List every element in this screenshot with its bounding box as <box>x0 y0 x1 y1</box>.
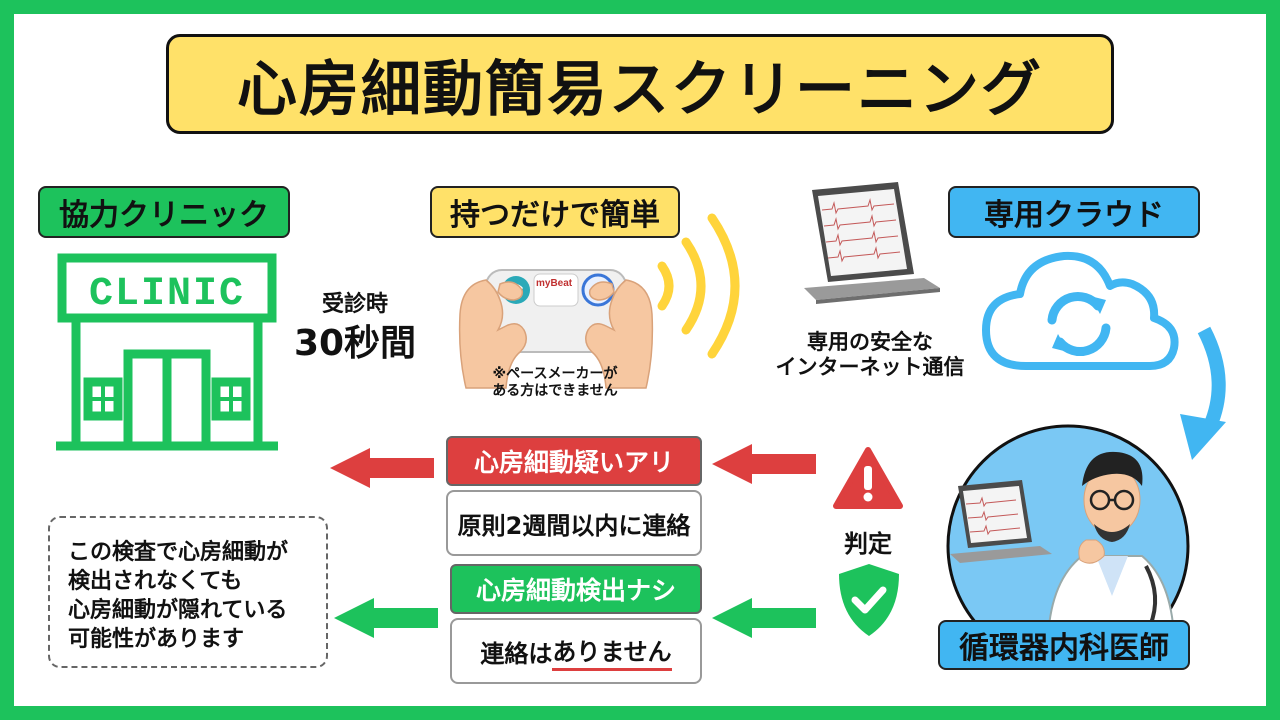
result-positive-detail: 原則2週間以内に連絡 <box>446 490 702 556</box>
clinic-sign-text: CLINIC <box>89 272 245 317</box>
result-negative-label: 心房細動検出ナシ <box>450 564 702 614</box>
caveat-line2: 検出されなくても <box>68 569 243 594</box>
red-arrow-judgement-to-result <box>712 444 816 484</box>
cloud-to-doctor-arrow <box>1180 326 1226 460</box>
result-negative-detail-emphasis: ありません <box>552 632 672 671</box>
cloud-sync-icon <box>982 251 1179 370</box>
green-arrow-to-caveat <box>334 598 438 638</box>
exam-time-label: 受診時 <box>321 292 388 317</box>
result-negative-detail: 連絡はありません <box>450 618 702 684</box>
caveat-note: この検査で心房細動が 検出されなくても 心房細動が隠れている 可能性があります <box>48 516 328 668</box>
pacemaker-note-line1: ※ペースメーカーが <box>492 366 618 382</box>
cloud-tag: 専用クラウド <box>948 186 1200 238</box>
page-title: 心房細動簡易スクリーニング <box>166 34 1114 134</box>
shield-check-icon <box>839 564 899 636</box>
handheld-ecg-device-icon: myBeat <box>458 269 654 389</box>
judgement-label: 判定 <box>844 530 892 558</box>
warning-icon <box>833 447 903 509</box>
clinic-tag: 協力クリニック <box>38 186 290 238</box>
clinic-building-icon: CLINIC <box>56 253 278 451</box>
caveat-line1: この検査で心房細動が <box>68 540 289 565</box>
result-negative-detail-prefix: 連絡は <box>480 639 553 668</box>
exam-duration: 30秒間 <box>293 323 417 364</box>
device-brand: myBeat <box>536 278 573 289</box>
pacemaker-note-line2: ある方はできません <box>492 383 618 399</box>
network-label-line2: インターネット通信 <box>775 355 965 379</box>
device-tag: 持つだけで簡単 <box>430 186 680 238</box>
caveat-line4: 可能性があります <box>68 627 245 652</box>
wireless-signal-icon <box>657 213 740 359</box>
result-positive-label: 心房細動疑いアリ <box>446 436 702 486</box>
caveat-line3: 心房細動が隠れている <box>68 598 288 623</box>
red-arrow-to-clinic <box>330 448 434 488</box>
network-label-line1: 専用の安全な <box>807 330 933 354</box>
doctor-tag: 循環器内科医師 <box>938 620 1190 670</box>
green-arrow-judgement-to-result <box>712 598 816 638</box>
laptop-ecg-icon <box>804 182 940 304</box>
